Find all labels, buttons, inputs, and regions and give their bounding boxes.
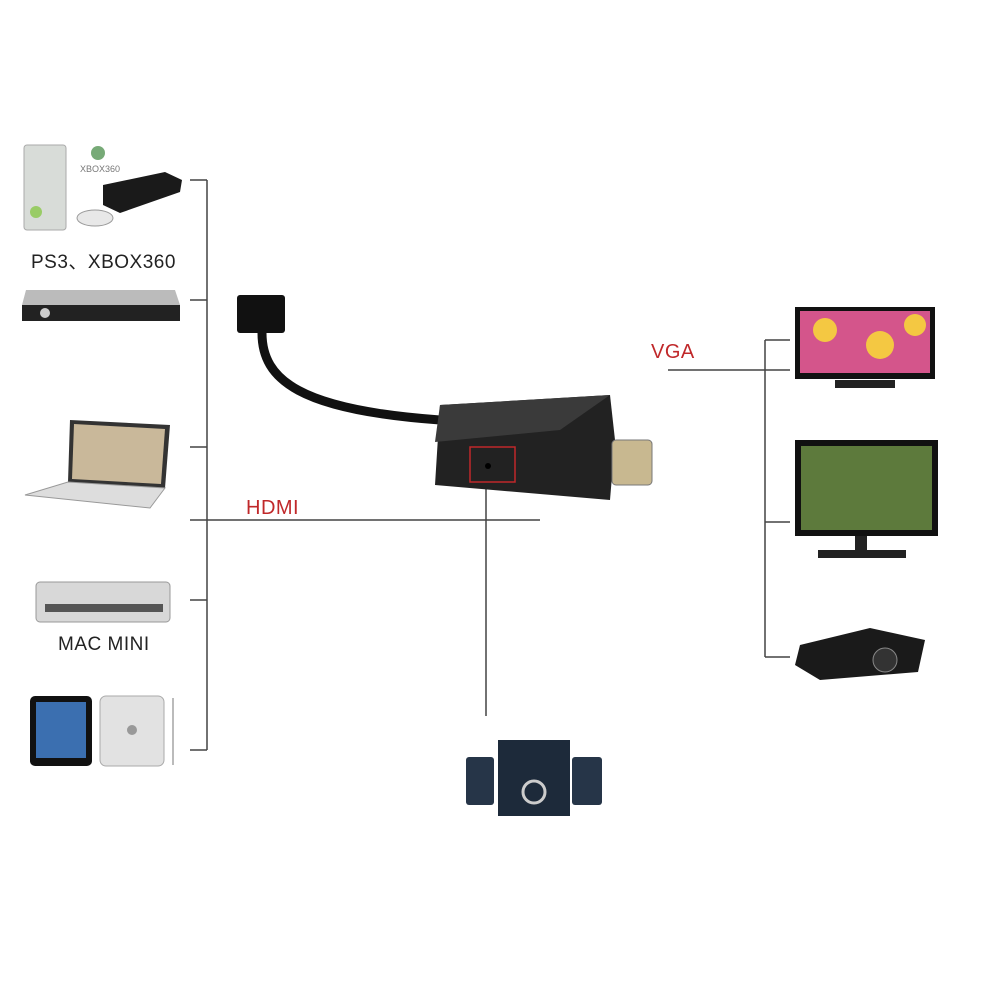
monitor xyxy=(795,440,938,558)
ps3-console xyxy=(103,172,182,213)
consoles-label: PS3、XBOX360 xyxy=(31,252,176,273)
cable xyxy=(257,332,441,425)
xbox-logo-icon xyxy=(91,146,105,160)
hdmi-plug xyxy=(237,295,285,333)
laptop xyxy=(24,420,170,509)
ipad xyxy=(30,695,174,767)
hdmi-to-vga-adapter xyxy=(237,295,653,500)
output-bracket xyxy=(668,339,790,658)
vga-connector xyxy=(611,439,653,486)
projector xyxy=(795,628,925,680)
mac-mini-label: MAC MINI xyxy=(58,634,150,655)
audio-port-highlight xyxy=(469,446,516,483)
tv xyxy=(795,307,935,388)
xbox-logo-text: XBOX360 xyxy=(80,164,120,174)
dvd-player xyxy=(22,290,180,321)
controller-icon xyxy=(76,209,114,227)
source-bracket xyxy=(190,179,540,751)
mac-mini xyxy=(35,581,171,623)
vga-label: VGA xyxy=(651,341,695,363)
hdmi-label: HDMI xyxy=(246,497,300,519)
xbox360-console: XBOX360 xyxy=(23,144,120,231)
audio-jack-icon xyxy=(485,463,491,469)
apple-logo-icon xyxy=(127,725,137,735)
speakers xyxy=(466,740,602,816)
